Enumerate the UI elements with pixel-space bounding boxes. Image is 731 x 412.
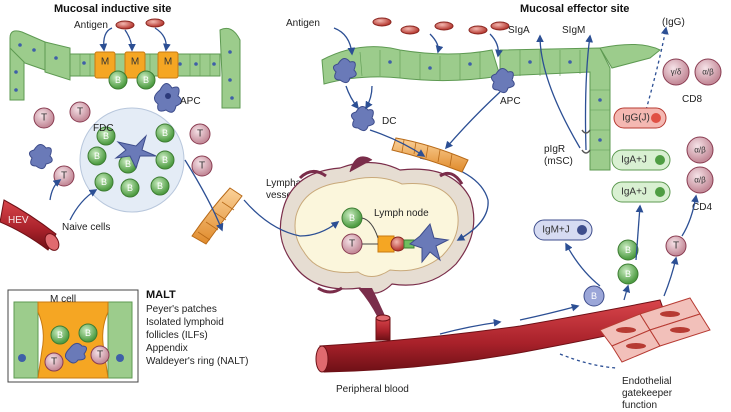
lymph-node-label: Lymph node [374,208,429,219]
svg-text:B: B [115,75,121,85]
malt-item-2: Isolated lymphoid [146,317,224,328]
svg-text:B: B [162,155,168,165]
antigen-left-label: Antigen [74,20,108,31]
svg-text:B: B [625,269,631,279]
m-cell-label-2: M [131,57,139,68]
effector-cells: SIgA SIgM (IgG) IgG(J) γ/δ α/β CD8 pIgR … [508,17,722,307]
svg-text:B: B [143,75,149,85]
arrow-into-node-left [243,199,340,237]
iggj-label: IgG(J) [622,113,650,124]
svg-text:T: T [97,350,103,361]
svg-text:T: T [673,241,679,252]
endothelial-label-1: Endothelial [622,376,671,387]
m-cell-label-1: M [101,57,109,68]
apc-left: APC [154,83,201,113]
svg-text:α/β: α/β [702,68,714,77]
malt-item-4: Appendix [146,343,188,354]
igaj-label-2: IgA+J [621,187,647,198]
endothelial-label-2: gatekeeper [622,388,673,399]
malt-title: MALT [146,289,176,301]
lymphatic-vessel-right [369,91,501,173]
svg-text:B: B [591,291,597,301]
svg-text:B: B [157,181,163,191]
effector-site-header: Mucosal effector site [520,3,629,15]
hev-label: HEV [8,215,29,226]
dc-left [28,144,53,170]
peripheral-blood-vessel: Peripheral blood [315,299,669,395]
svg-text:B: B [101,177,107,187]
svg-text:T: T [197,129,203,140]
svg-text:B: B [85,328,91,338]
svg-text:B: B [125,159,131,169]
hev-vessel: HEV Naive cells [0,179,110,251]
lymphatic-label-1: Lymphatic [266,178,311,189]
follicle-cells: B B B B B B B B FDC [87,123,175,198]
endothelial-label-3: function [622,400,657,411]
svg-text:B: B [349,213,355,223]
malt-text: MALT Peyer's patches Isolated lymphoid f… [146,289,249,367]
malt-item-3: follicles (ILFs) [146,330,208,341]
igmj-label: IgM+J [542,225,570,236]
svg-text:B: B [57,330,63,340]
peripheral-blood-label: Peripheral blood [336,384,409,395]
malt-m-cell-label: M cell [50,294,76,305]
svg-text:B: B [103,131,109,141]
cd4-label: CD4 [692,202,712,213]
fdc-cell [114,134,157,170]
m-cell-label-3: M [164,57,172,68]
effector-epithelium: Antigen APC DC [286,17,661,171]
svg-text:γ/δ: γ/δ [671,68,682,77]
igaj-label-1: IgA+J [621,155,647,166]
igg-paren-label: (IgG) [662,17,685,28]
malt-inset: M cell B B T T [7,289,139,383]
siga-label: SIgA [508,25,530,36]
svg-text:α/β: α/β [694,176,706,185]
svg-text:B: B [94,151,100,161]
svg-text:B: B [625,245,631,255]
svg-text:T: T [199,161,205,172]
svg-text:B: B [162,128,168,138]
svg-text:T: T [61,171,67,182]
lymphatic-label-2: vessel [266,190,294,201]
dc-label: DC [382,116,396,127]
svg-text:T: T [41,113,47,124]
svg-text:B: B [127,183,133,193]
malt-item-5: Waldeyer's ring (NALT) [146,356,249,367]
inductive-site-header: Mucosal inductive site [54,3,171,15]
svg-text:T: T [51,357,57,368]
inductive-epithelium: M M M B B [9,27,241,109]
lymph-node: Lymph node B T [279,156,475,338]
apc-left-label: APC [180,96,201,107]
sigm-label: SIgM [562,25,585,36]
svg-text:α/β: α/β [694,146,706,155]
malt-item-1: Peyer's patches [146,304,217,315]
pigr-label-2: (mSC) [544,156,573,167]
cd8-label: CD8 [682,94,702,105]
fdc-label: FDC [93,123,114,134]
svg-text:T: T [77,107,83,118]
apc-right-label: APC [500,96,521,107]
antigen-left-group: Antigen [74,18,171,52]
svg-text:T: T [349,239,355,250]
antigen-right-label: Antigen [286,18,320,29]
t-cells-left: T T T T T [28,101,213,187]
pigr-label-1: pIgR [544,144,565,155]
lymphatic-vessel-left: Lymphatic vessel [184,159,311,245]
endothelial-cells: Endothelial gatekeeper function [599,297,711,411]
naive-cells-label: Naive cells [62,222,110,233]
